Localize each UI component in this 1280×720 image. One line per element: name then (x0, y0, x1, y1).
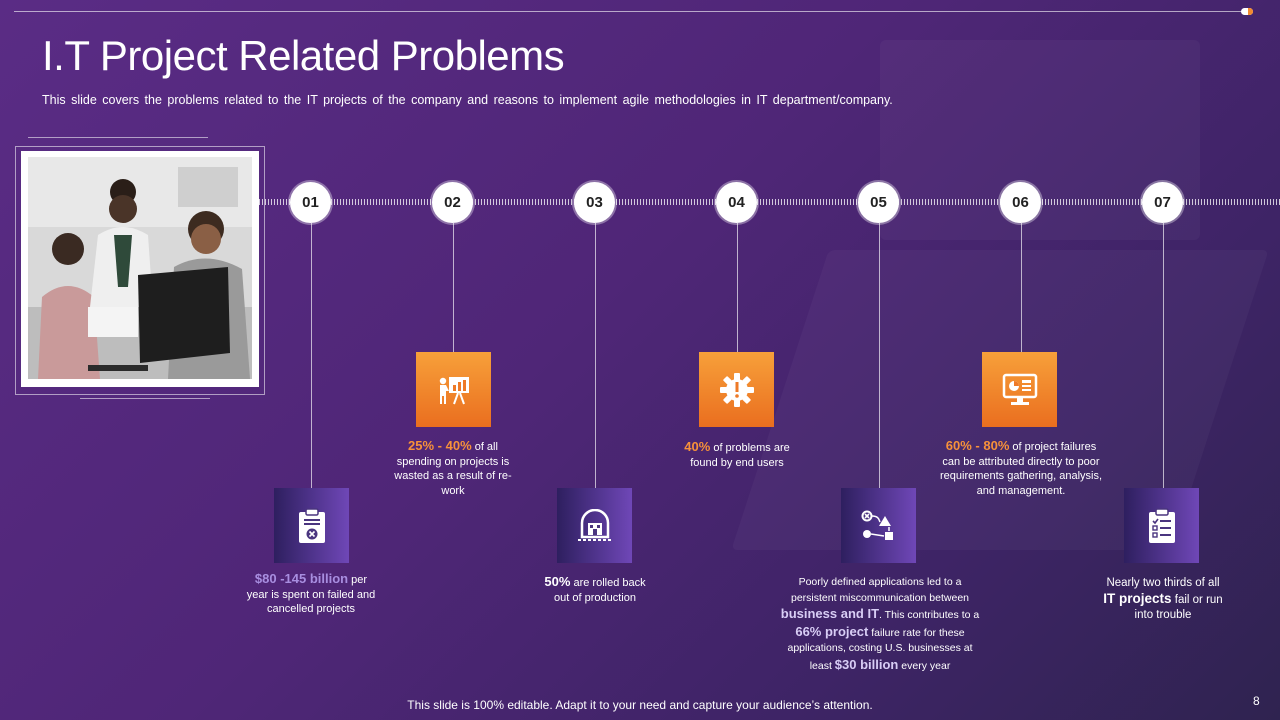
step-05-icon-box (841, 488, 916, 563)
team-photo-illustration (28, 157, 252, 379)
step-05-bold-2: 66% project (795, 623, 869, 639)
presentation-chart-icon (439, 376, 469, 404)
step-05-connector (879, 223, 880, 488)
step-04-highlight: 40% (684, 439, 711, 454)
top-rule (14, 11, 1250, 12)
checklist-icon (1148, 507, 1175, 543)
step-07-bold: IT projects (1103, 591, 1172, 606)
step-04-text-b: found by end users (690, 456, 784, 469)
step-03-icon-box (557, 488, 632, 563)
step-06-icon-box (982, 352, 1057, 427)
step-02-node: 02 (432, 182, 473, 223)
step-07-icon-box (1124, 488, 1199, 563)
top-indicator (1241, 8, 1253, 15)
step-06-highlight: 60% - 80% (945, 438, 1010, 453)
step-03-node: 03 (574, 182, 615, 223)
step-06-text-a: of project failures (1009, 441, 1097, 453)
photo-frame (15, 146, 265, 395)
gear-alert-icon (719, 372, 754, 407)
team-photo (21, 151, 259, 387)
step-05-bold-3: $30 billion (834, 656, 899, 672)
photo-frame-accent-top (28, 137, 208, 138)
step-06-connector (1021, 223, 1022, 352)
footer-note: This slide is 100% editable. Adapt it to… (407, 698, 873, 712)
step-01-text-a: per (348, 574, 368, 586)
step-03-text-a: are rolled back (570, 577, 646, 589)
step-01-highlight: $80 -145 billion (254, 571, 349, 586)
step-02-description: 25% - 40% of all spending on projects is… (383, 438, 523, 498)
step-07-text-a: Nearly two thirds of all (1106, 577, 1220, 589)
clipboard-cancel-icon (298, 507, 325, 543)
step-06-text-b: can be attributed directly to poor requi… (939, 455, 1103, 497)
step-01-icon-box (274, 488, 349, 563)
step-03-text-b: out of production (554, 591, 636, 604)
timeline-track (259, 199, 1280, 205)
page-subtitle: This slide covers the problems related t… (42, 93, 893, 107)
step-02-connector (453, 223, 454, 352)
step-02-icon-box (416, 352, 491, 427)
step-01-node: 01 (290, 182, 331, 223)
step-05-text-3: failure rate for these applications, cos… (787, 626, 973, 672)
step-05-text-2: . This contributes to a (879, 609, 980, 621)
factory-gear-icon (577, 508, 612, 541)
step-03-highlight: 50% (544, 574, 571, 589)
step-04-node: 04 (716, 182, 757, 223)
step-07-description: Nearly two thirds of all IT projects fai… (1096, 576, 1230, 623)
step-04-icon-box (699, 352, 774, 427)
step-07-connector (1163, 223, 1164, 488)
workflow-shapes-icon (861, 510, 893, 540)
page-title: I.T Project Related Problems (42, 32, 565, 79)
step-07-text-b: fail or run into trouble (1134, 594, 1223, 621)
step-02-highlight: 25% - 40% (408, 438, 472, 453)
step-04-connector (737, 223, 738, 352)
step-05-bold-1: business and IT (780, 606, 880, 621)
step-01-text-b: year is spent on failed and cancelled pr… (246, 588, 376, 616)
monitor-analytics-icon (1002, 373, 1037, 405)
step-05-text-1: Poorly defined applications led to a per… (791, 576, 969, 604)
step-05-node: 05 (858, 182, 899, 223)
step-04-text-a: of problems are (710, 442, 790, 454)
step-05-description: Poorly defined applications led to a per… (776, 575, 984, 674)
step-07-node: 07 (1142, 182, 1183, 223)
step-01-description: $80 -145 billion per year is spent on fa… (236, 571, 386, 617)
step-02-text-b: spending on projects is wasted as a resu… (394, 455, 512, 497)
step-03-connector (595, 223, 596, 488)
page-number: 8 (1253, 694, 1260, 708)
step-03-description: 50% are rolled back out of production (530, 574, 660, 605)
step-06-description: 60% - 80% of project failures can be att… (930, 438, 1112, 498)
step-01-connector (311, 223, 312, 488)
step-04-description: 40% of problems are found by end users (667, 439, 807, 470)
step-06-node: 06 (1000, 182, 1041, 223)
step-02-text-a: of all (471, 441, 498, 453)
photo-frame-accent-bottom (80, 398, 210, 399)
step-05-text-4: every year (898, 659, 951, 672)
